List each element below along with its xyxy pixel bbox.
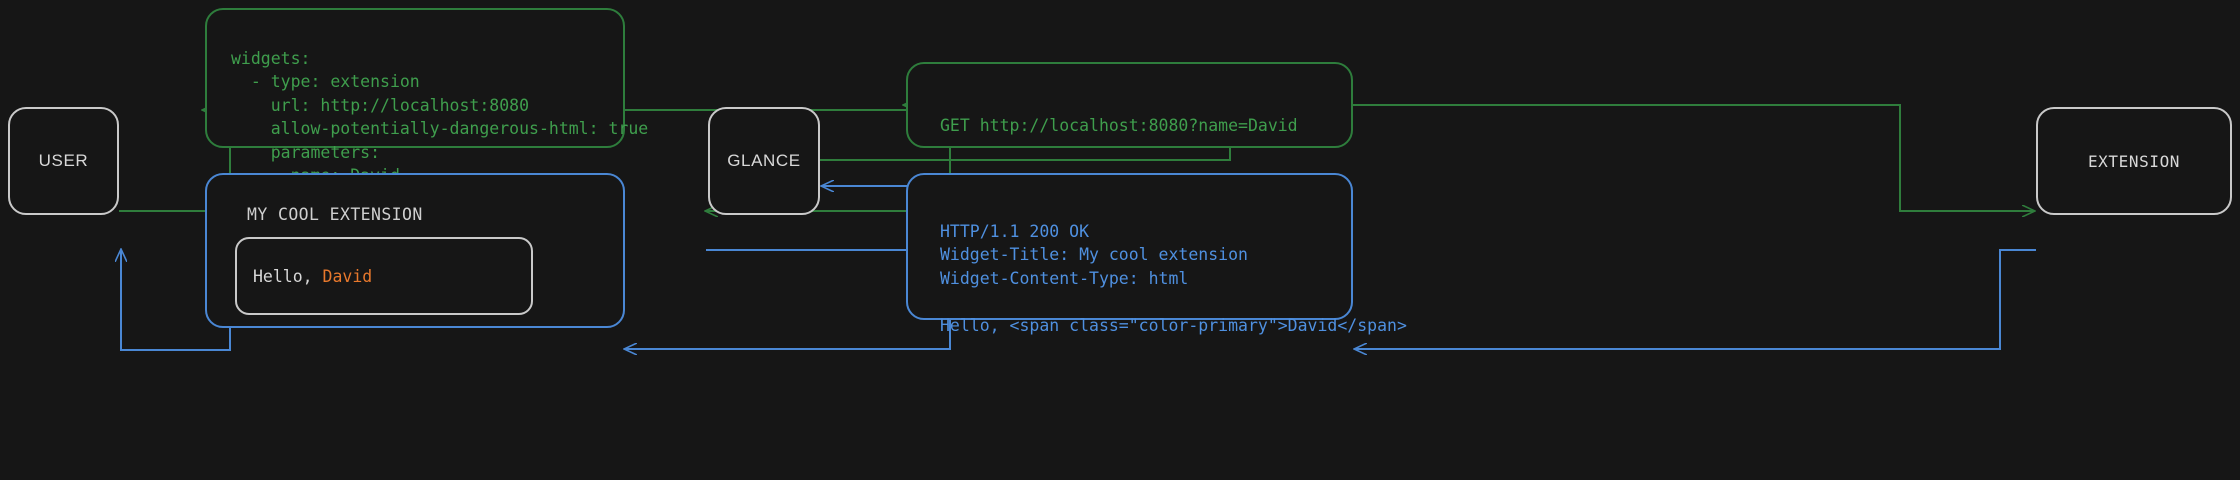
widget-user-name: David: [322, 267, 373, 286]
widget-body-text: Hello, David: [253, 267, 372, 286]
yaml-config-text: widgets: - type: extension url: http://l…: [231, 48, 649, 186]
node-extension[interactable]: EXTENSION: [2036, 107, 2232, 215]
node-user[interactable]: USER: [8, 107, 119, 215]
widget-greeting: Hello,: [253, 267, 323, 286]
panel-yaml-config: widgets: - type: extension url: http://l…: [205, 8, 648, 185]
widget-title: MY COOL EXTENSION: [247, 205, 423, 224]
widget-body-box: Hello, David: [235, 237, 533, 315]
edge-extension-to-response: [1355, 249, 2036, 349]
http-request-text: GET http://localhost:8080?name=David: [940, 115, 1298, 135]
panel-http-request: GET http://localhost:8080?name=David: [906, 62, 1353, 148]
panel-http-response: HTTP/1.1 200 OK Widget-Title: My cool ex…: [906, 173, 1407, 335]
node-glance[interactable]: GLANCE: [708, 107, 820, 215]
http-response-text: HTTP/1.1 200 OK Widget-Title: My cool ex…: [940, 221, 1407, 335]
edge-glance-to-widget: [625, 249, 951, 349]
node-user-label: USER: [38, 151, 89, 170]
node-glance-label: GLANCE: [727, 151, 801, 170]
node-extension-label: EXTENSION: [2087, 151, 2181, 171]
edge-request-to-extension: [1353, 104, 2034, 211]
panel-rendered-widget: MY COOL EXTENSION Hello, David: [205, 173, 625, 328]
